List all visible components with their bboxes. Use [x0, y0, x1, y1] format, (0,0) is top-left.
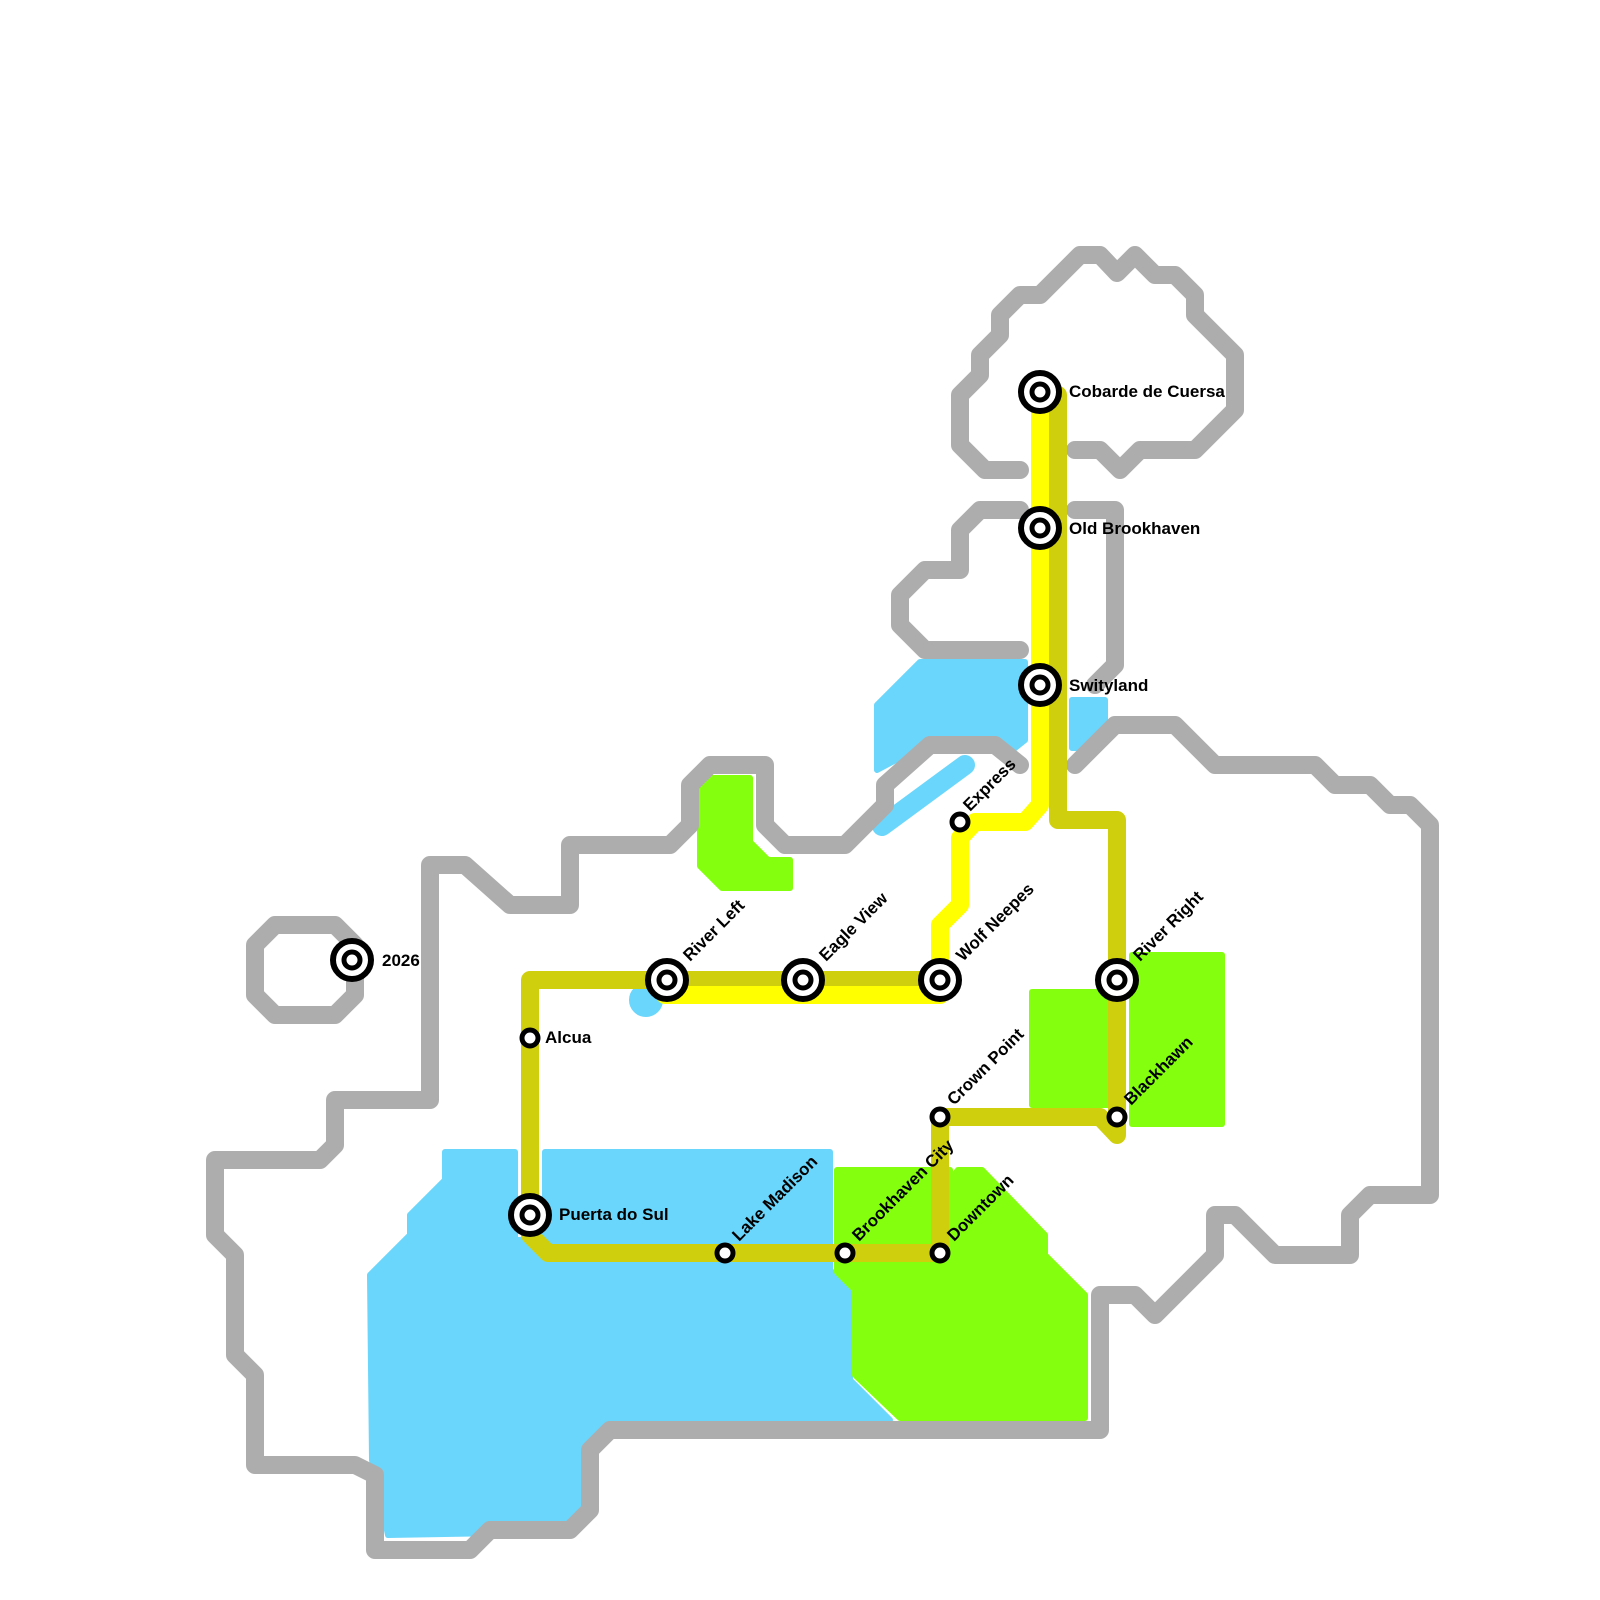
station-label: Eagle View	[815, 888, 892, 965]
river-strip	[872, 755, 975, 836]
park-south	[834, 1167, 1088, 1421]
station-cobarde[interactable]: Cobarde de Cuersa	[1018, 370, 1225, 414]
park-north	[697, 775, 793, 891]
station-2026[interactable]: 2026	[330, 938, 420, 982]
station-label: 2026	[382, 951, 420, 970]
station-label: Puerta do Sul	[559, 1205, 669, 1224]
park-areas	[697, 775, 1225, 1421]
boundary-main	[206, 716, 1439, 1559]
station-label: Swityland	[1069, 676, 1148, 695]
boundary-east-spur	[1066, 501, 1124, 694]
station-old-brookhaven[interactable]: Old Brookhaven	[1018, 506, 1200, 550]
station-alcua[interactable]: Alcua	[519, 1027, 592, 1049]
boundary-2026-island	[246, 916, 364, 1024]
station-label: Cobarde de Cuersa	[1069, 382, 1225, 401]
station-label: Old Brookhaven	[1069, 519, 1200, 538]
station-swityland[interactable]: Swityland	[1018, 663, 1148, 707]
park-east-2	[1129, 952, 1225, 1127]
station-puerta-do-sul[interactable]: Puerta do Sul	[508, 1193, 669, 1237]
park-east-1	[1029, 989, 1111, 1108]
station-label: Crown Point	[943, 1024, 1027, 1108]
station-label: Alcua	[545, 1028, 592, 1047]
station-label: River Left	[679, 896, 748, 965]
boundary-mid	[891, 501, 1029, 659]
boundary-north-loop	[951, 246, 1244, 479]
land-boundaries	[206, 246, 1439, 1559]
